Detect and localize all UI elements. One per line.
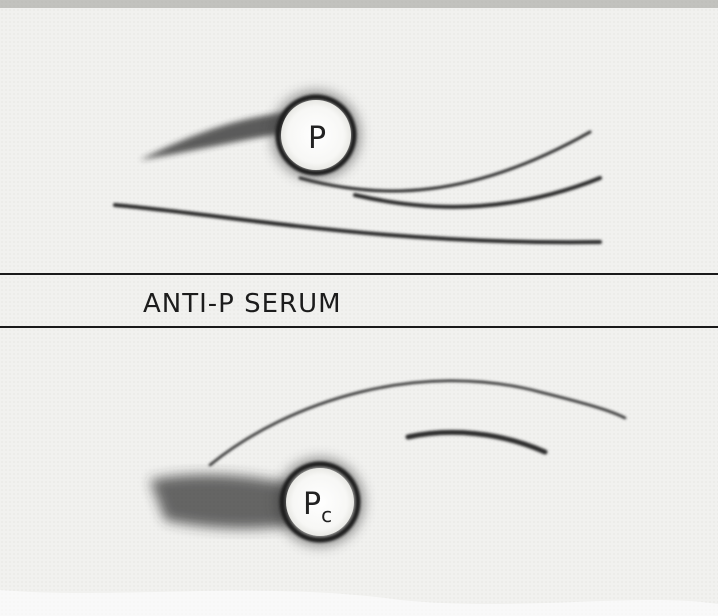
bottom-well-label-sub: c <box>321 503 332 527</box>
bottom-well-label-main: P <box>303 487 321 522</box>
top-well-label: P <box>308 121 326 156</box>
bottom-well-smear <box>150 475 295 529</box>
scan-top-edge <box>0 0 718 8</box>
trough-label: ANTI-P SERUM <box>143 289 342 319</box>
